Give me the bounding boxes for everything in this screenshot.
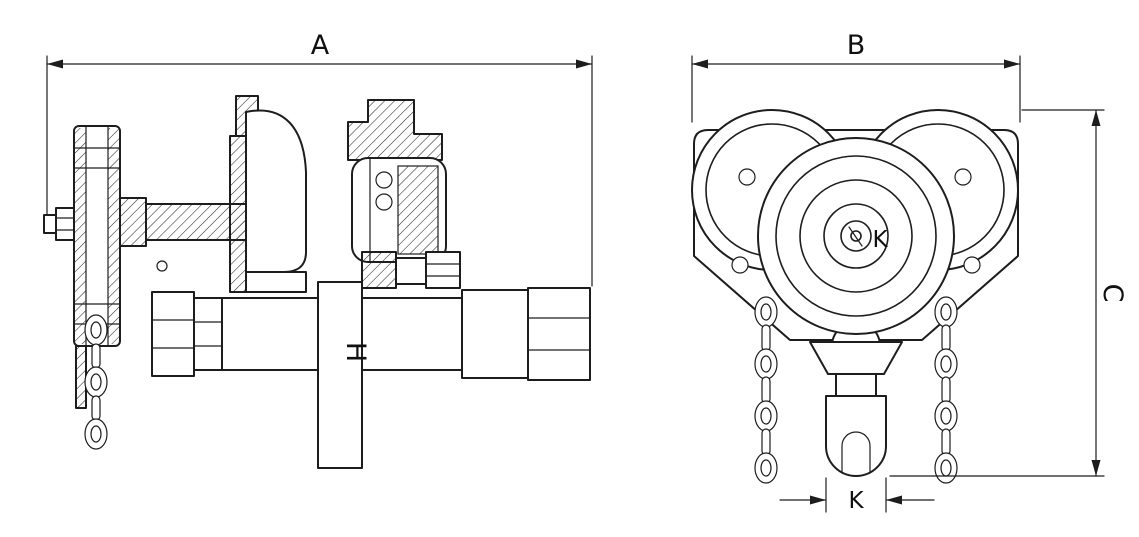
center-k-label: K [872,227,888,253]
dim-h-label: H [340,342,371,362]
lower-bracket [361,251,397,289]
gear-housing: K [757,137,955,335]
left-lock-nut [193,297,223,371]
front-view: K [691,30,1128,514]
shackle-body [825,395,887,477]
clevis-neck [835,373,877,397]
roller-bracket [347,99,443,161]
dim-a-label: A [311,30,330,61]
track-roller [347,99,461,289]
dimension-c: C [889,109,1128,477]
bearing-ball [375,193,393,211]
threaded-section [461,289,529,379]
dimension-a: A [46,30,593,287]
dimension-k: K [779,477,935,514]
plate-section [229,135,247,293]
suspension-shaft [151,287,591,381]
plate-holes [731,168,981,274]
plate-flange [245,271,307,293]
cotter-pin [43,214,57,234]
shackle-hole [841,431,871,473]
anti-drop-bracket [809,341,903,375]
bearing-ball [375,171,393,189]
dimension-b: B [691,30,1021,123]
chain-wheel [73,125,121,409]
suspension-clevis [825,373,887,477]
hand-chain-left [754,296,778,484]
shaft-collar [119,197,147,247]
hand-chain-side [84,314,108,450]
chain-guide [75,345,87,409]
gear-cover [245,109,307,273]
trolley-side-plate [229,95,307,293]
hand-chain-right [934,296,958,484]
shaft-end-nut [55,207,75,241]
dim-k-label: K [848,488,864,514]
dim-b-label: B [847,30,866,61]
hanger-bar: H [317,281,371,469]
dim-c-label: C [1097,284,1128,303]
right-hex-nut [527,287,591,381]
left-hex-nut [151,291,195,377]
side-view: A H [43,30,593,469]
hanger-bar-plate [317,281,363,469]
bracket-bolt [425,251,461,289]
stop-pin [156,260,168,272]
